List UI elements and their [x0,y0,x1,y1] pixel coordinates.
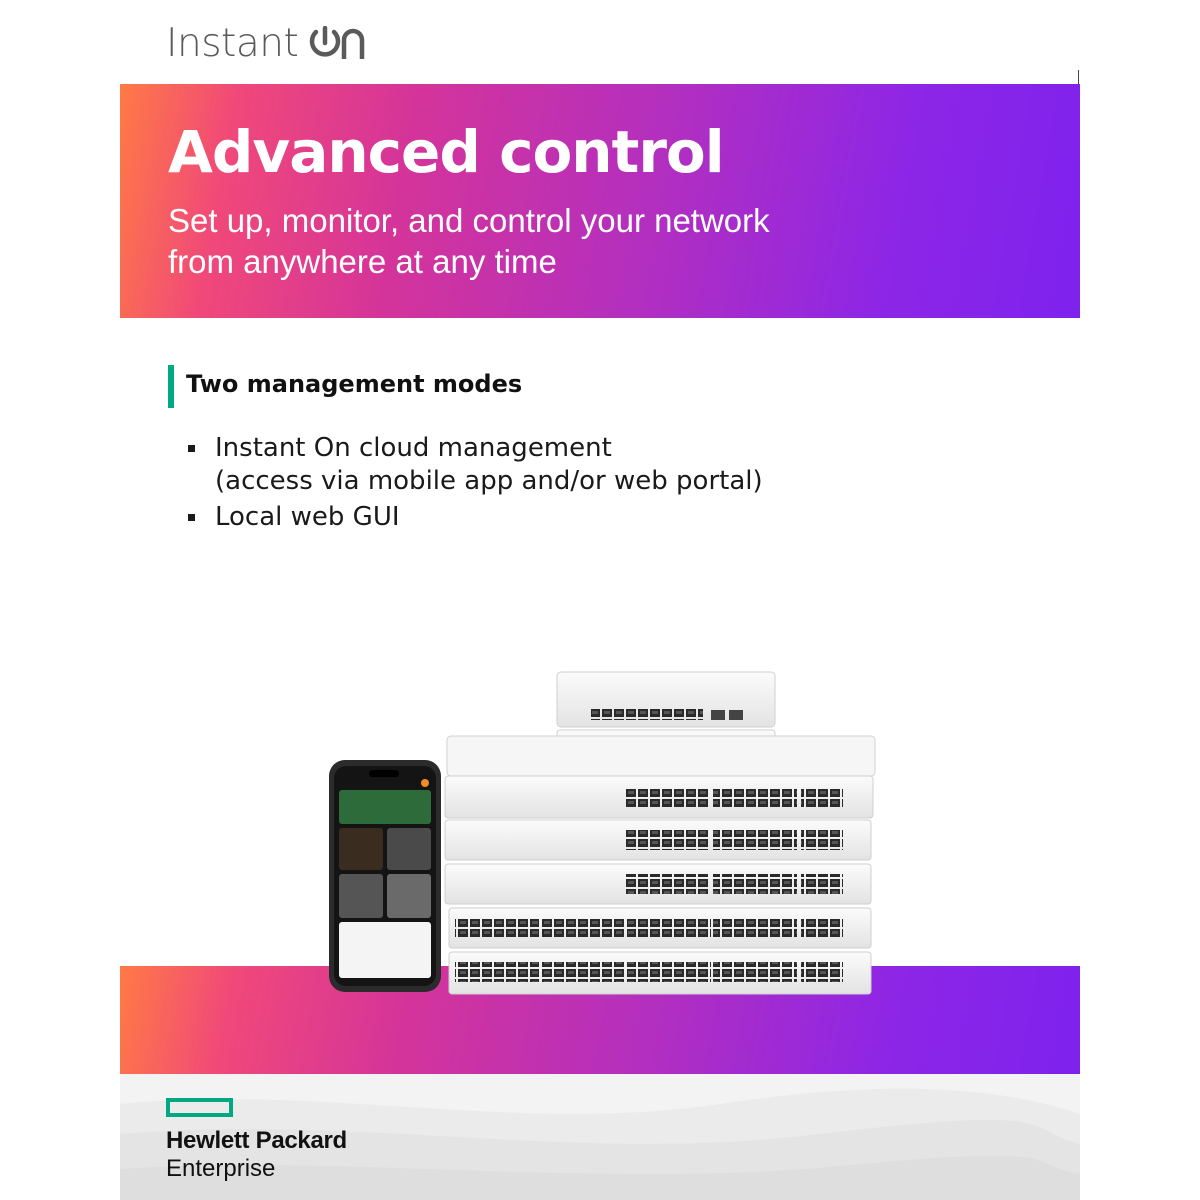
product-illustration [325,668,885,998]
bullet-item-cloud-line1: Instant On cloud management [215,433,612,463]
power-on-icon [308,26,370,60]
section-title: Two management modes [186,370,523,398]
hpe-logo: Hewlett Packard Enterprise [166,1098,347,1183]
switch-stack [444,735,876,995]
banner-corner-tick [1078,70,1079,84]
section-accent-bar [168,365,174,408]
bullet-square-icon [188,445,195,452]
bullet-item-local: Local web GUI [188,501,988,534]
banner-title: Advanced control [168,118,725,186]
logo-text: Instant [166,20,299,66]
bullet-item-cloud-line2: (access via mobile app and/or web portal… [215,466,763,496]
banner-subtitle: Set up, monitor, and control your networ… [168,200,770,282]
hero-banner: Advanced control Set up, monitor, and co… [120,84,1080,318]
banner-subtitle-line1: Set up, monitor, and control your networ… [168,202,770,239]
instant-on-logo: Instant [166,18,370,68]
bullet-square-icon [188,514,195,521]
bullet-list: Instant On cloud management (access via … [188,432,988,537]
hpe-element-icon [166,1098,233,1117]
switch-small-top [556,671,776,728]
bullet-item-cloud: Instant On cloud management (access via … [188,432,988,498]
bullet-item-local-text: Local web GUI [215,502,400,532]
footer-wave-background [120,1074,1080,1200]
hpe-company-line1: Hewlett Packard [166,1127,347,1154]
smartphone [329,760,441,992]
banner-subtitle-line2: from anywhere at any time [168,243,557,280]
hpe-company-line2: Enterprise [166,1155,276,1182]
